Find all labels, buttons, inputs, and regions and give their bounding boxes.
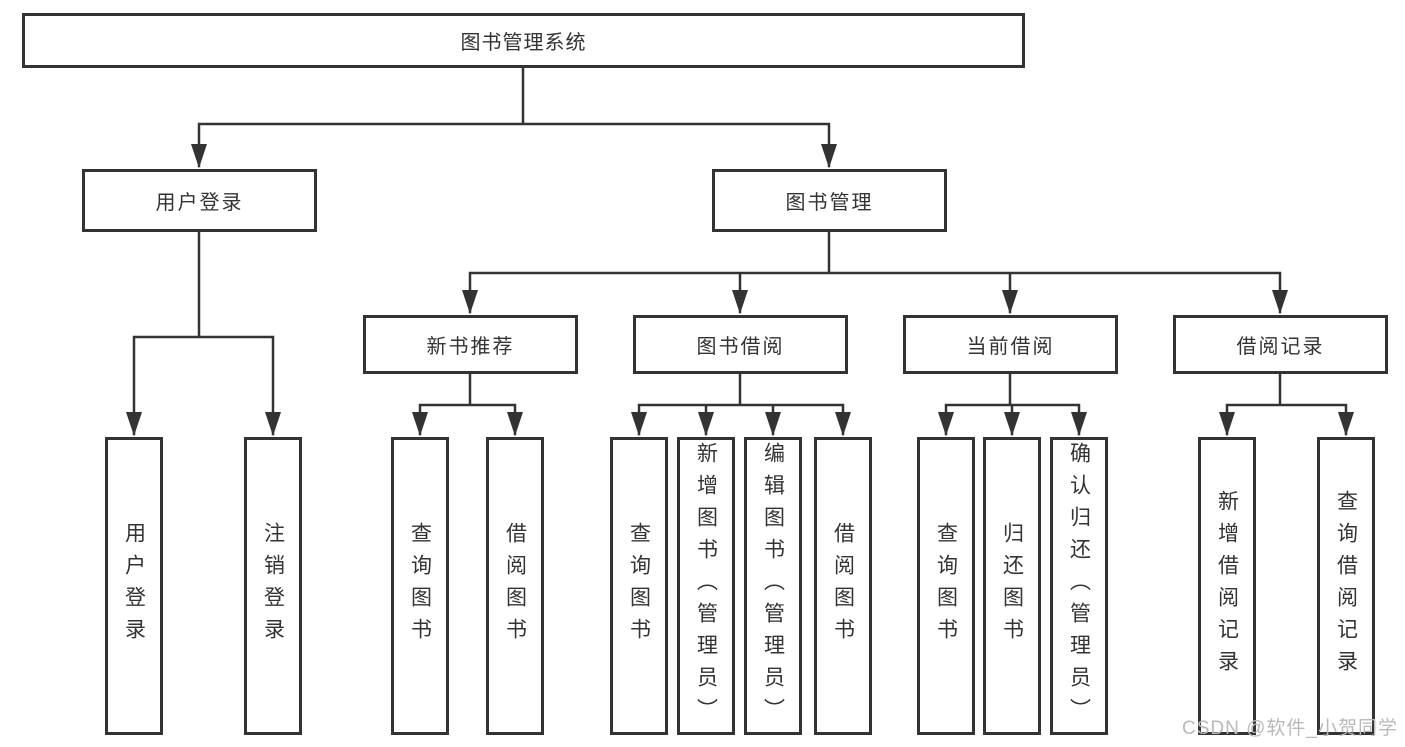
- leaf-add-borrow-record: 新增借阅记录: [1198, 437, 1256, 735]
- node-label: 查询借阅记录: [1334, 490, 1358, 682]
- arrowhead-icon: [126, 412, 142, 436]
- node-book-management: 图书管理: [712, 169, 947, 232]
- node-label: 归还图书: [1000, 522, 1024, 650]
- arrowhead-icon: [821, 144, 837, 168]
- arrowhead-icon: [1004, 412, 1020, 436]
- node-library-management-system: 图书管理系统: [22, 13, 1025, 68]
- node-label: 图书借阅: [696, 336, 785, 358]
- leaf-add-books-admin: 新增图书（管理员）: [677, 437, 735, 735]
- arrowhead-icon: [1002, 290, 1018, 314]
- arrowhead-icon: [698, 412, 714, 436]
- arrowhead-icon: [765, 412, 781, 436]
- arrowhead-icon: [835, 412, 851, 436]
- node-new-book-recommend: 新书推荐: [363, 315, 578, 374]
- node-label: 新增借阅记录: [1215, 490, 1239, 682]
- leaf-borrow-books-recommend: 借阅图书: [486, 437, 544, 735]
- node-label: 用户登录: [122, 522, 146, 650]
- leaf-query-books-borrowing: 查询图书: [610, 437, 668, 735]
- node-label: 借阅图书: [831, 522, 855, 650]
- leaf-query-borrow-record: 查询借阅记录: [1317, 437, 1375, 735]
- node-borrowing-records: 借阅记录: [1173, 315, 1388, 374]
- arrowhead-icon: [265, 412, 281, 436]
- node-label: 图书管理: [785, 192, 874, 214]
- node-label: 编辑图书（管理员）: [761, 442, 785, 730]
- arrowhead-icon: [1071, 412, 1087, 436]
- node-book-borrowing: 图书借阅: [633, 315, 848, 374]
- csdn-watermark: CSDN @软件_小贺同学: [1182, 718, 1398, 739]
- node-label: 借阅记录: [1236, 336, 1325, 358]
- node-label: 查询图书: [934, 522, 958, 650]
- arrowhead-icon: [412, 412, 428, 436]
- arrowhead-icon: [462, 290, 478, 314]
- node-label: 当前借阅: [966, 336, 1055, 358]
- node-label: 确认归还（管理员）: [1067, 442, 1091, 730]
- leaf-return-books: 归还图书: [983, 437, 1041, 735]
- node-user-login: 用户登录: [82, 169, 317, 232]
- leaf-logout: 注销登录: [244, 437, 302, 735]
- arrowhead-icon: [631, 412, 647, 436]
- node-label: 用户登录: [155, 192, 244, 214]
- node-label: 借阅图书: [503, 522, 527, 650]
- leaf-user-login: 用户登录: [105, 437, 163, 735]
- leaf-query-books-recommend: 查询图书: [391, 437, 449, 735]
- arrowhead-icon: [1338, 412, 1354, 436]
- leaf-confirm-return-admin: 确认归还（管理员）: [1050, 437, 1108, 735]
- node-label: 图书管理系统: [460, 32, 587, 54]
- node-label: 查询图书: [408, 522, 432, 650]
- node-label: 注销登录: [261, 522, 285, 650]
- arrowhead-icon: [732, 290, 748, 314]
- leaf-borrow-books: 借阅图书: [814, 437, 872, 735]
- leaf-query-books-current: 查询图书: [917, 437, 975, 735]
- node-label: 新书推荐: [426, 336, 515, 358]
- arrowhead-icon: [507, 412, 523, 436]
- node-label: 新增图书（管理员）: [694, 442, 718, 730]
- leaf-edit-books-admin: 编辑图书（管理员）: [744, 437, 802, 735]
- arrowhead-icon: [1272, 290, 1288, 314]
- arrowhead-icon: [938, 412, 954, 436]
- node-current-borrowing: 当前借阅: [903, 315, 1118, 374]
- arrowhead-icon: [1219, 412, 1235, 436]
- node-label: 查询图书: [627, 522, 651, 650]
- arrowhead-icon: [191, 144, 207, 168]
